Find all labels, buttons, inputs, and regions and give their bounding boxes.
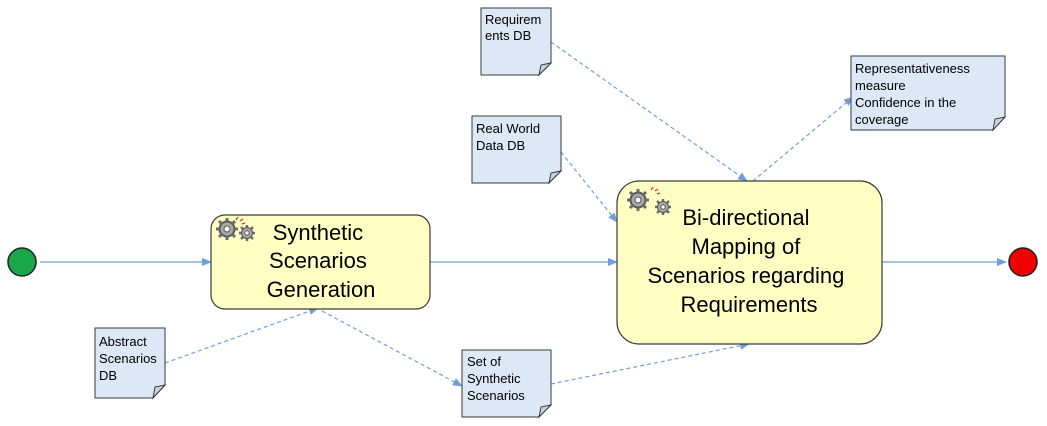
doc-abstract-line-2: Scenarios [99, 351, 157, 366]
gears-icon [625, 186, 673, 217]
doc-representativeness-line-2: measure [855, 78, 906, 93]
assoc-abstract-to-synthetic [164, 307, 319, 364]
gears-icon [214, 216, 257, 243]
doc-realworld-line-1: Real World [476, 121, 540, 136]
assoc-requirements-to-mapping [550, 41, 748, 182]
data-object-abstract-scenarios-db: Abstract Scenarios DB [94, 327, 167, 400]
doc-abstract-line-3: DB [99, 368, 117, 383]
task-synthetic-line-1: Synthetic [273, 220, 364, 245]
task-synthetic-line-2: Scenarios [269, 248, 367, 273]
svg-text:Set of Synthetic S: Set of Synthetic Scenarios [467, 354, 525, 403]
doc-set-line-2: Synthetic [467, 371, 521, 386]
doc-set-line-1: Set of [467, 354, 501, 369]
start-event [7, 247, 37, 277]
doc-requirements-line-2: ents DB [485, 28, 531, 43]
doc-set-line-3: Scenarios [467, 388, 525, 403]
task-mapping-line-3: Scenarios regarding [647, 263, 844, 288]
doc-abstract-line-1: Abstract [99, 334, 147, 349]
doc-requirements-line-1: Requirem [485, 12, 541, 27]
assoc-realworld-to-mapping [560, 151, 618, 223]
doc-representativeness-line-3: Confidence in the [855, 95, 956, 110]
task-bidirectional-mapping: Bi-directional Mapping of Scenarios rega… [616, 180, 883, 345]
task-mapping-line-2: Mapping of [692, 234, 802, 259]
task-synthetic-line-3: Generation [267, 277, 376, 302]
assoc-mapping-to-representativeness [752, 96, 854, 182]
svg-text:Real World Data DB: Real World Data DB [476, 121, 544, 153]
svg-text:Representativeness measu: Representativeness measure Confidence in… [855, 61, 974, 127]
task-synthetic-scenarios-generation: Synthetic Scenarios Generation [210, 214, 431, 310]
svg-text:Requirem ents DB: Requirem ents DB [485, 12, 545, 43]
end-event [1008, 247, 1038, 277]
assoc-synthetic-to-set [321, 310, 463, 387]
task-mapping-line-4: Requirements [681, 292, 818, 317]
data-object-representativeness-measure: Representativeness measure Confidence in… [850, 55, 1007, 132]
svg-text:Synthetic Scenarios: Synthetic Scenarios Generation [267, 220, 376, 302]
task-mapping-line-1: Bi-directional [682, 205, 809, 230]
svg-text:Abstract Scenarios: Abstract Scenarios DB [99, 334, 160, 383]
assoc-set-to-mapping [550, 341, 750, 385]
data-object-set-of-synthetic-scenarios: Set of Synthetic Scenarios [461, 349, 553, 419]
svg-text:Bi-directional Mapping o: Bi-directional Mapping of Scenarios rega… [647, 205, 850, 317]
doc-realworld-line-2: Data DB [476, 138, 525, 153]
data-object-real-world-data-db: Real World Data DB [471, 115, 563, 185]
doc-representativeness-line-4: coverage [855, 112, 908, 127]
data-object-requirements-db: Requirem ents DB [480, 7, 553, 77]
doc-representativeness-line-1: Representativeness [855, 61, 970, 76]
